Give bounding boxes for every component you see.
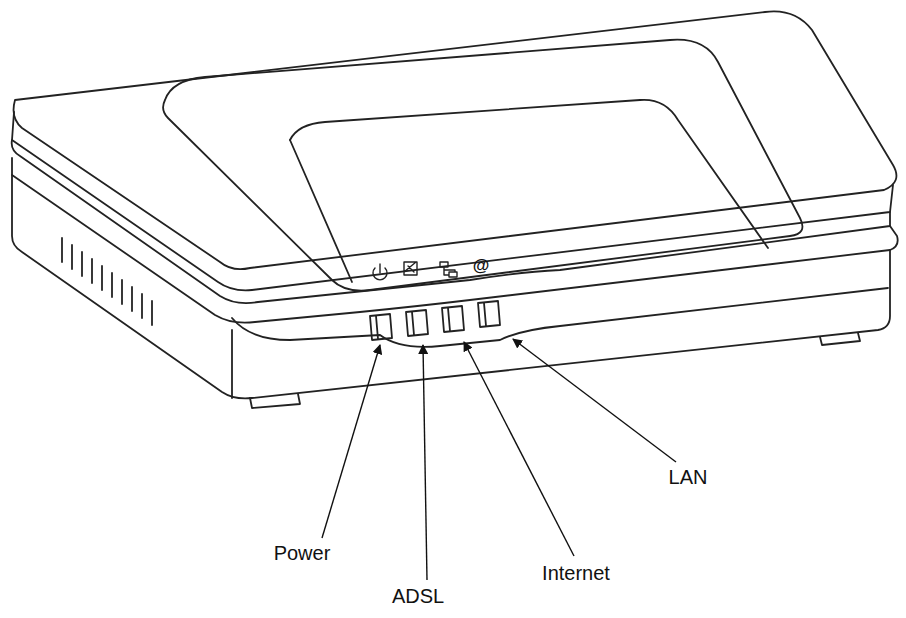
status-icons (373, 262, 457, 280)
lid-edge (12, 112, 893, 290)
lid-panel-inner (290, 100, 768, 248)
part-label: Internet (542, 562, 610, 584)
lid-rim (12, 140, 890, 303)
icon-symbol: @ (473, 257, 490, 276)
body-lower (12, 175, 890, 398)
front-recess (232, 288, 888, 347)
vent-slots (62, 238, 152, 325)
part-label: ADSL (392, 585, 444, 607)
body-seam (12, 158, 898, 323)
leader-arrows (322, 339, 676, 580)
foot (250, 394, 300, 408)
led-indicators (370, 301, 500, 340)
lid-panel-inner (290, 140, 352, 282)
part-label: LAN (669, 466, 708, 488)
lid-panel (163, 40, 802, 291)
body-front-edge (231, 330, 233, 398)
foot (820, 333, 860, 345)
lid-top (14, 11, 897, 269)
part-label: Power (274, 542, 331, 564)
